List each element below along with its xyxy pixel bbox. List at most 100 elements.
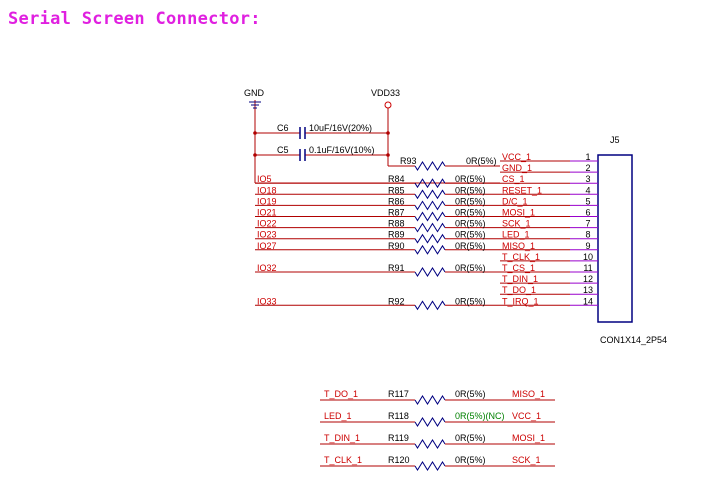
resistor-symbol <box>414 233 446 244</box>
resistor-symbol <box>414 178 446 189</box>
pin-net-label: VCC_1 <box>502 152 531 162</box>
resistor-ref: R89 <box>388 230 405 240</box>
io-label: IO27 <box>257 241 277 251</box>
gnd-label: GND <box>244 88 265 98</box>
resistor-ref: R93 <box>400 156 417 166</box>
io-label: IO18 <box>257 185 277 195</box>
resistor-ref: R86 <box>388 196 405 206</box>
junction-dot <box>253 153 257 157</box>
resistor-symbol <box>414 161 446 171</box>
connector-pin-number: 7 <box>585 219 590 229</box>
resistor-value: 0R(5%) <box>455 296 486 306</box>
pin-net-label: D/C_1 <box>502 196 528 206</box>
connector-pin-number: 8 <box>585 230 590 240</box>
connector-pin-number: 9 <box>585 241 590 251</box>
pin-net-label: GND_1 <box>502 163 532 173</box>
resistor-ref: R85 <box>388 185 405 195</box>
resistor-ref: R91 <box>388 263 405 273</box>
page-title: Serial Screen Connector: <box>8 9 261 29</box>
resistor-symbol <box>414 439 446 449</box>
resistor-symbol <box>414 244 446 255</box>
connector-pin-number: 1 <box>585 152 590 162</box>
pin-net-label: T_DIN_1 <box>502 274 538 284</box>
resistor-value: 0R(5%) <box>455 174 486 184</box>
connector-pin-number: 6 <box>585 208 590 218</box>
resistor-value: 0R(5%) <box>455 208 486 218</box>
pin-net-label: RESET_1 <box>502 185 542 195</box>
connector-pin-number: 5 <box>585 196 590 206</box>
junction-dot <box>253 131 257 135</box>
bridge-left-net: LED_1 <box>324 411 352 421</box>
resistor-symbol <box>414 189 446 200</box>
resistor-ref: R87 <box>388 208 405 218</box>
resistor-ref: R88 <box>388 219 405 229</box>
resistor-symbol <box>414 267 446 277</box>
resistor-value: 0R(5%) <box>455 241 486 251</box>
junction-dot <box>386 131 390 135</box>
capacitor-value: 10uF/16V(20%) <box>309 123 372 133</box>
resistor-ref: R90 <box>388 241 405 251</box>
resistor-symbol <box>414 211 446 222</box>
capacitor-ref: C5 <box>277 145 289 155</box>
connector-body <box>597 154 633 323</box>
capacitor-ref: C6 <box>277 123 289 133</box>
pin-net-label: T_CS_1 <box>502 263 535 273</box>
resistor-value: 0R(5%) <box>455 196 486 206</box>
connector-pin-number: 10 <box>583 252 593 262</box>
resistor-symbol <box>414 461 446 471</box>
connector-pin-number: 14 <box>583 296 593 306</box>
pin-net-label: T_DO_1 <box>502 285 536 295</box>
bridge-left-net: T_DIN_1 <box>324 433 360 443</box>
bridge-right-net: MISO_1 <box>512 389 545 399</box>
capacitor-value: 0.1uF/16V(10%) <box>309 145 375 155</box>
connector-pin-number: 13 <box>583 285 593 295</box>
pin-net-label: LED_1 <box>502 230 530 240</box>
resistor-value: 0R(5%) <box>455 263 486 273</box>
bridge-resistor-ref: R117 <box>388 389 409 399</box>
resistor-value: 0R(5%) <box>455 230 486 240</box>
bridge-resistor-ref: R120 <box>388 455 410 465</box>
connector-pin-number: 2 <box>585 163 590 173</box>
io-label: IO19 <box>257 196 277 206</box>
bridge-right-net: SCK_1 <box>512 455 541 465</box>
pin-net-label: T_IRQ_1 <box>502 296 539 306</box>
bridge-resistor-ref: R118 <box>388 411 409 421</box>
resistor-value: 0R(5%) <box>466 156 497 166</box>
vdd-symbol <box>384 101 392 109</box>
resistor-symbol <box>414 222 446 233</box>
bridge-right-net: MOSI_1 <box>512 433 545 443</box>
bridge-resistor-value: 0R(5%) <box>455 455 486 465</box>
resistor-value: 0R(5%) <box>455 219 486 229</box>
bridge-resistor-ref: R119 <box>388 433 409 443</box>
connector-pin-number: 12 <box>583 274 593 284</box>
pin-net-label: MISO_1 <box>502 241 535 251</box>
io-label: IO32 <box>257 263 277 273</box>
bridge-left-net: T_DO_1 <box>324 389 358 399</box>
io-label: IO22 <box>257 219 277 229</box>
resistor-ref: R84 <box>388 174 405 184</box>
resistor-ref: R92 <box>388 296 405 306</box>
connector-ref: J5 <box>610 135 620 145</box>
io-label: IO33 <box>257 296 277 306</box>
vdd-label: VDD33 <box>371 88 400 98</box>
pin-net-label: CS_1 <box>502 174 525 184</box>
connector-part: CON1X14_2P54 <box>600 335 667 345</box>
bridge-left-net: T_CLK_1 <box>324 455 362 465</box>
resistor-symbol <box>414 395 446 405</box>
connector-pin-number: 3 <box>585 174 590 184</box>
resistor-symbol <box>414 200 446 211</box>
resistor-value: 0R(5%) <box>455 185 486 195</box>
pin-net-label: T_CLK_1 <box>502 252 540 262</box>
bridge-resistor-value: 0R(5%) <box>455 389 486 399</box>
connector-pin-number: 4 <box>585 185 590 195</box>
bridge-right-net: VCC_1 <box>512 411 541 421</box>
io-label: IO23 <box>257 230 277 240</box>
connector-pin-number: 11 <box>583 263 592 273</box>
junction-dot <box>386 153 390 157</box>
bridge-resistor-value: 0R(5%)(NC) <box>455 411 505 421</box>
resistor-symbol <box>414 417 446 427</box>
io-label: IO5 <box>257 174 272 184</box>
io-label: IO21 <box>257 208 277 218</box>
bridge-resistor-value: 0R(5%) <box>455 433 486 443</box>
